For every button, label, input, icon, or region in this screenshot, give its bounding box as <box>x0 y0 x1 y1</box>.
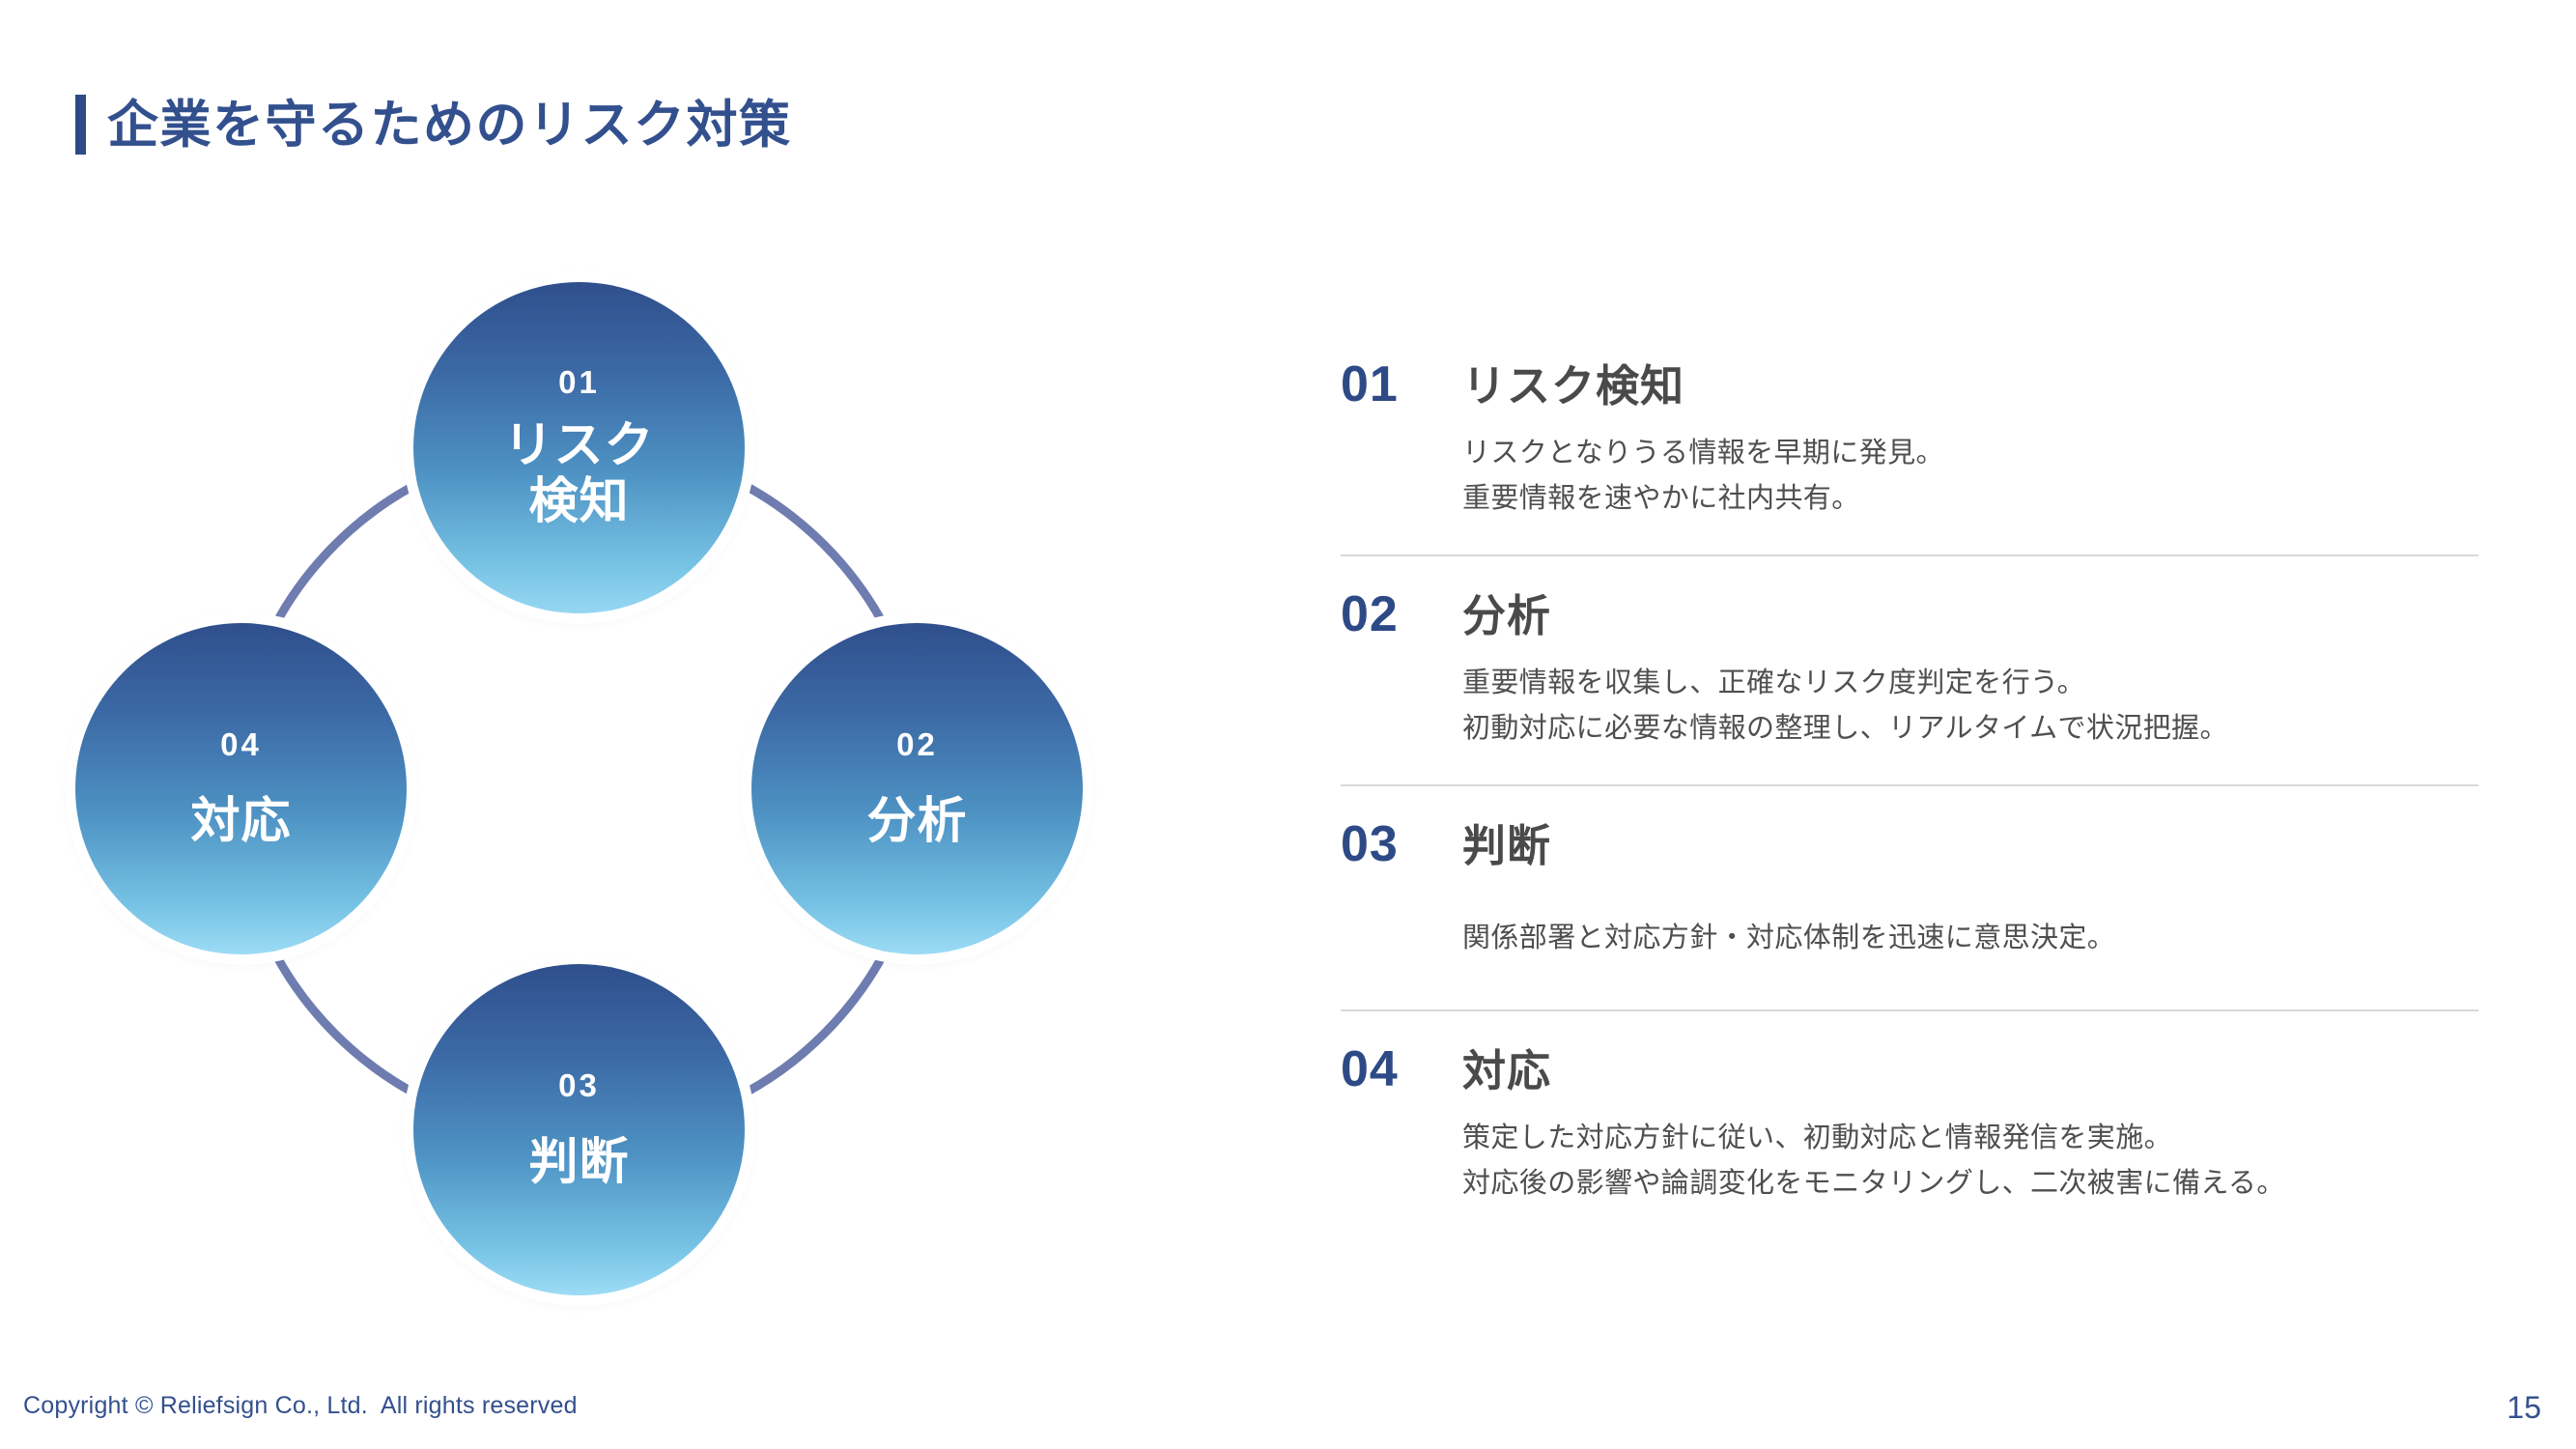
list-item: 04 対応 策定した対応方針に従い、初動対応と情報発信を実施。 対応後の影響や論… <box>1341 1044 2478 1207</box>
title-accent-bar <box>75 95 86 155</box>
list-item-desc-line: 対応後の影響や論調変化をモニタリングし、二次被害に備える。 <box>1462 1167 2285 1199</box>
list-item: 02 分析 重要情報を収集し、正確なリスク度判定を行う。 初動対応に必要な情報の… <box>1341 589 2478 786</box>
list-divider <box>1341 554 2478 556</box>
cycle-node-01[interactable]: 01 リスク 検知 <box>413 282 745 613</box>
list-item-description: 関係部署と対応方針・対応体制を迅速に意思決定。 <box>1462 916 2478 961</box>
list-item-head: 02 分析 <box>1341 589 2478 639</box>
cycle-node-02[interactable]: 02 分析 <box>751 623 1083 954</box>
list-item-desc-line: 初動対応に必要な情報の整理し、リアルタイムで状況把握。 <box>1462 712 2228 744</box>
steps-list: 01 リスク検知 リスクとなりうる情報を早期に発見。 重要情報を速やかに社内共有… <box>1341 359 2478 1207</box>
list-item-head: 03 判断 <box>1341 819 2478 869</box>
list-item-head: 01 リスク検知 <box>1341 359 2478 410</box>
list-divider <box>1341 783 2478 786</box>
list-item-number: 02 <box>1341 585 1399 642</box>
list-item-desc-line: 策定した対応方針に従い、初動対応と情報発信を実施。 <box>1462 1122 2173 1153</box>
title-text: 企業を守るためのリスク対策 <box>107 96 792 154</box>
list-divider <box>1341 1009 2478 1011</box>
cycle-node-01-number: 01 <box>558 363 600 400</box>
page-title: 企業を守るためのリスク対策 <box>75 95 792 155</box>
list-item-number: 04 <box>1341 1040 1399 1097</box>
list-item-title: 対応 <box>1462 1045 1552 1095</box>
list-item-desc-line: リスクとなりうる情報を早期に発見。 <box>1462 438 1944 469</box>
list-item-title: リスク検知 <box>1462 361 1685 411</box>
cycle-node-04[interactable]: 04 対応 <box>75 623 407 954</box>
list-item-number: 03 <box>1341 815 1399 872</box>
footer-copyright: Copyright © Reliefsign Co., Ltd. All rig… <box>23 1392 578 1419</box>
cycle-node-01-label-line2: 検知 <box>528 473 630 528</box>
cycle-node-01-label: リスク 検知 <box>503 417 654 529</box>
list-item: 01 リスク検知 リスクとなりうる情報を早期に発見。 重要情報を速やかに社内共有… <box>1341 359 2478 556</box>
cycle-node-02-label: 分析 <box>866 792 968 848</box>
list-item-desc-line: 関係部署と対応方針・対応体制を迅速に意思決定。 <box>1462 922 2116 953</box>
footer-page-number: 15 <box>2506 1390 2541 1425</box>
cycle-diagram: 01 リスク 検知 02 分析 03 判断 04 対応 <box>75 261 1188 1343</box>
list-item-description: 策定した対応方針に従い、初動対応と情報発信を実施。 対応後の影響や論調変化をモニ… <box>1462 1116 2478 1207</box>
list-item-title: 分析 <box>1462 590 1552 640</box>
cycle-node-03[interactable]: 03 判断 <box>413 964 745 1295</box>
list-item-description: 重要情報を収集し、正確なリスク度判定を行う。 初動対応に必要な情報の整理し、リア… <box>1462 661 2478 752</box>
cycle-node-04-number: 04 <box>220 725 262 762</box>
list-item-number: 01 <box>1341 356 1399 412</box>
cycle-node-03-number: 03 <box>558 1066 600 1103</box>
list-item-title: 判断 <box>1462 820 1552 870</box>
list-item: 03 判断 関係部署と対応方針・対応体制を迅速に意思決定。 <box>1341 819 2478 1011</box>
cycle-node-01-label-line1: リスク <box>503 416 655 472</box>
list-item-desc-line: 重要情報を収集し、正確なリスク度判定を行う。 <box>1462 667 2086 698</box>
list-item-description: リスクとなりうる情報を早期に発見。 重要情報を速やかに社内共有。 <box>1462 431 2478 522</box>
list-item-desc-line: 重要情報を速やかに社内共有。 <box>1462 482 1860 514</box>
list-item-head: 04 対応 <box>1341 1044 2478 1094</box>
cycle-node-03-label: 判断 <box>528 1133 630 1189</box>
cycle-node-02-number: 02 <box>896 725 938 762</box>
cycle-node-04-label: 対応 <box>190 792 292 848</box>
